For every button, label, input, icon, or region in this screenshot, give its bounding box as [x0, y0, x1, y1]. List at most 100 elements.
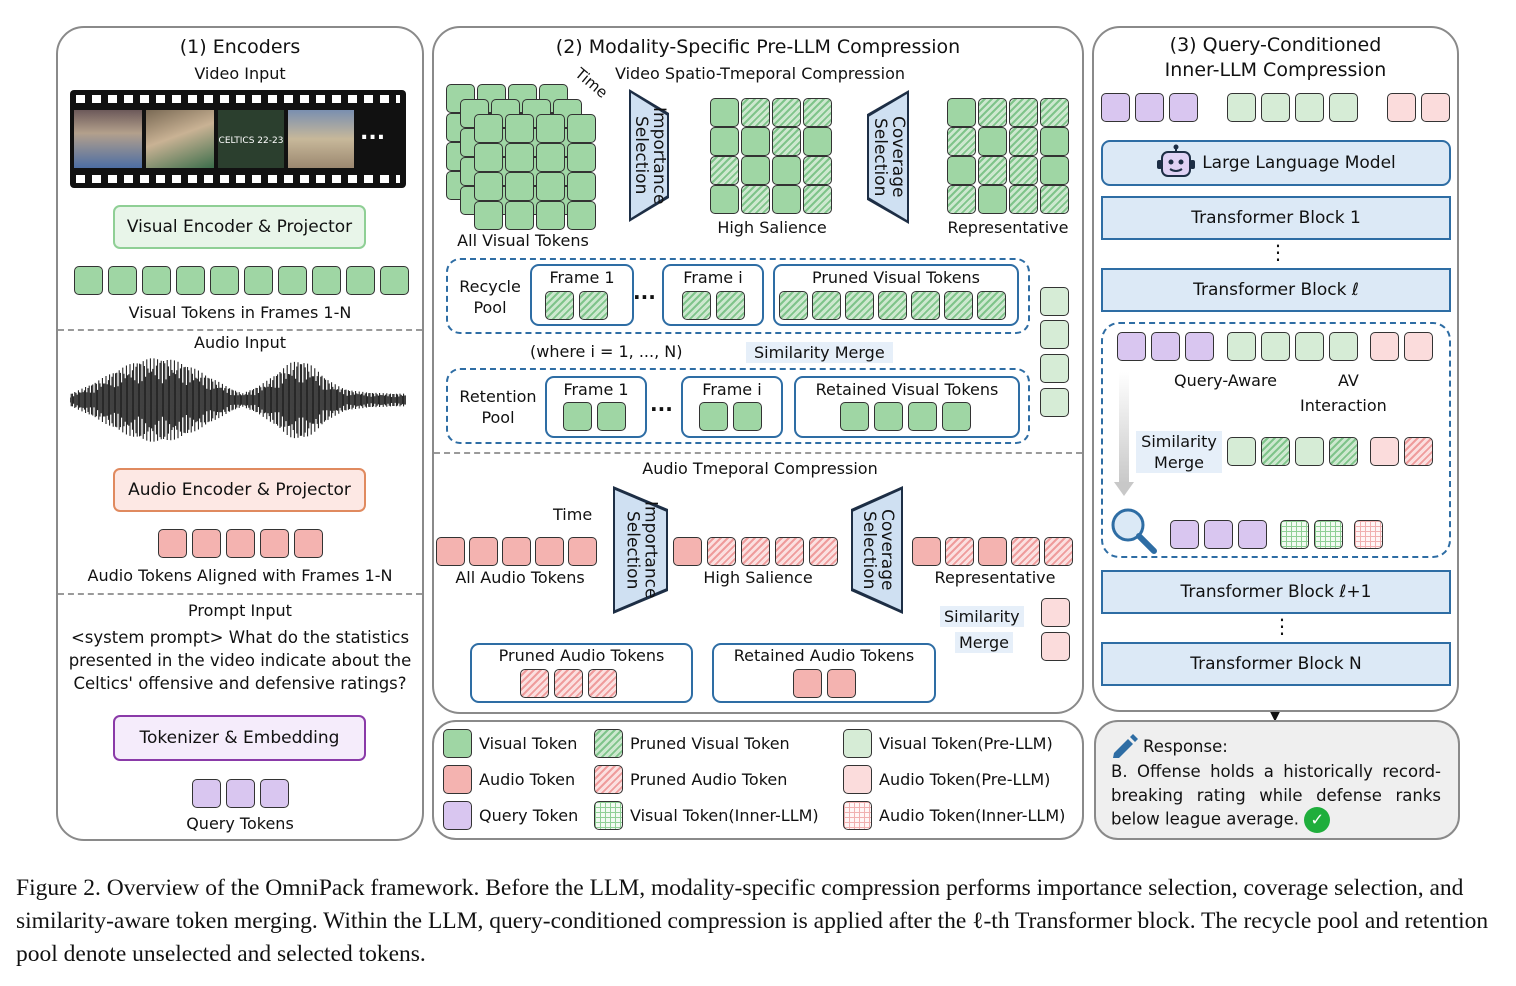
visual-token [74, 266, 103, 295]
pre-llm-audio-token [1421, 93, 1450, 122]
audio-coverage-label: Coverage Selection [859, 509, 897, 591]
importance-selection-fill [631, 93, 667, 218]
pre-llm-visual-token [1227, 437, 1256, 466]
transformer-block-n: Transformer Block N [1101, 642, 1451, 686]
query-token [1101, 93, 1130, 122]
visual-token [505, 143, 534, 172]
pre-llm-audio-token [1387, 93, 1416, 122]
visual-token [210, 266, 239, 295]
audio-token [502, 537, 531, 566]
audio-high-salience-label: High Salience [703, 568, 813, 587]
query-token [1117, 332, 1146, 361]
llm-label: Large Language Model [1202, 153, 1396, 173]
figure-caption: Figure 2. Overview of the OmniPack frame… [16, 875, 1489, 967]
pre-llm-visual-token [1040, 287, 1069, 316]
audio-token [469, 537, 498, 566]
pre-llm-audio-token [1370, 332, 1399, 361]
legend-swatch [443, 765, 472, 794]
pre-llm-title: (2) Modality-Specific Pre-LLM Compressio… [555, 36, 961, 58]
representative-token [947, 98, 976, 127]
all-audio-label: All Audio Tokens [455, 568, 585, 587]
response-answer: B. Offense holds a historically record-b… [1111, 762, 1441, 829]
pruned-visual-token [682, 291, 711, 320]
query-token [1238, 520, 1267, 549]
visual-token [346, 266, 375, 295]
pruned-visual-token [772, 98, 801, 127]
visual-token [176, 266, 205, 295]
retained-visual-token [563, 402, 592, 431]
pre-llm-visual-token [1040, 320, 1069, 349]
legend-label: Query Token [479, 806, 579, 825]
query-token [1204, 520, 1233, 549]
response-text: B. Offense holds a historically record-b… [1111, 760, 1441, 833]
retention-pool [446, 368, 1030, 444]
legend-swatch [594, 765, 623, 794]
audio-input-label: Audio Input [194, 333, 286, 352]
retention-frame-i-label: Frame i [702, 380, 762, 399]
inner-llm-visual-token [1314, 520, 1343, 549]
divider [58, 329, 422, 331]
pre-llm-audio-token [1041, 598, 1070, 627]
visual-token [505, 172, 534, 201]
visual-token [474, 114, 503, 143]
retention-frame-1 [545, 376, 647, 438]
high-salience-token [710, 127, 739, 156]
pruned-visual-token [1261, 437, 1290, 466]
pruned-audio-token [945, 537, 974, 566]
audio-coverage-fill [853, 490, 901, 610]
pre-llm-visual-token [1261, 332, 1290, 361]
high-salience-token [772, 156, 801, 185]
pre-llm-visual-token [1295, 332, 1324, 361]
video-input-label: Video Input [194, 64, 286, 83]
pruned-visual-token [1009, 185, 1038, 214]
audio-token [535, 537, 564, 566]
audio-merge-label: Merge [955, 632, 1013, 653]
recycle-pool-label: Recycle Pool [459, 277, 521, 317]
retained-visual-token [942, 402, 971, 431]
representative-token [978, 185, 1007, 214]
pruned-visual-token [977, 291, 1006, 320]
similarity-merge-label: Similarity Merge [746, 342, 893, 363]
pre-llm-audio-token [1404, 332, 1433, 361]
check-icon: ✓ [1304, 807, 1331, 833]
legend-label: Pruned Audio Token [630, 770, 788, 789]
visual-token [312, 266, 341, 295]
pruned-audio-token [775, 537, 804, 566]
divider [434, 452, 1082, 454]
pre-llm-audio-token [1041, 632, 1070, 661]
representative-token [1040, 156, 1069, 185]
pruned-visual-token [911, 291, 940, 320]
transformer-block-1: Transformer Block 1 [1101, 196, 1451, 240]
representative-token [978, 537, 1007, 566]
representative-label: Representative [947, 218, 1069, 237]
pruned-visual-token [803, 156, 832, 185]
interaction-label: Interaction [1298, 396, 1389, 415]
high-salience-token [772, 185, 801, 214]
pruned-visual-token [779, 291, 808, 320]
llm-box: Large Language Model [1101, 140, 1451, 186]
visual-token [536, 114, 565, 143]
pre-llm-visual-token [1261, 93, 1290, 122]
legend-swatch [594, 801, 623, 830]
video-frame-4 [288, 110, 354, 168]
audio-token [226, 529, 255, 558]
divider [58, 593, 422, 595]
audio-encoder-box: Audio Encoder & Projector [113, 468, 366, 512]
pruned-audio-token [1404, 437, 1433, 466]
robot-icon [1157, 144, 1196, 177]
recycle-frame-i [662, 264, 764, 326]
video-frame-2 [146, 110, 214, 168]
pre-llm-visual-token [1040, 354, 1069, 383]
inner-llm-title-2: Inner-LLM Compression [1164, 59, 1387, 81]
representative-token [1040, 127, 1069, 156]
retained-visual-tokens-label: Retained Visual Tokens [815, 380, 999, 399]
query-token [260, 779, 289, 808]
visual-token [380, 266, 409, 295]
response-label: Response: [1143, 737, 1228, 756]
legend-swatch [443, 729, 472, 758]
vertical-ellipsis-1: ⋮ [1268, 240, 1288, 264]
coverage-selection-label: Coverage Selection [870, 116, 908, 198]
inner-llm-title-1: (3) Query-Conditioned [1169, 34, 1382, 56]
audio-compression-subtitle: Audio Tmeporal Compression [642, 459, 878, 478]
representative-token [947, 156, 976, 185]
